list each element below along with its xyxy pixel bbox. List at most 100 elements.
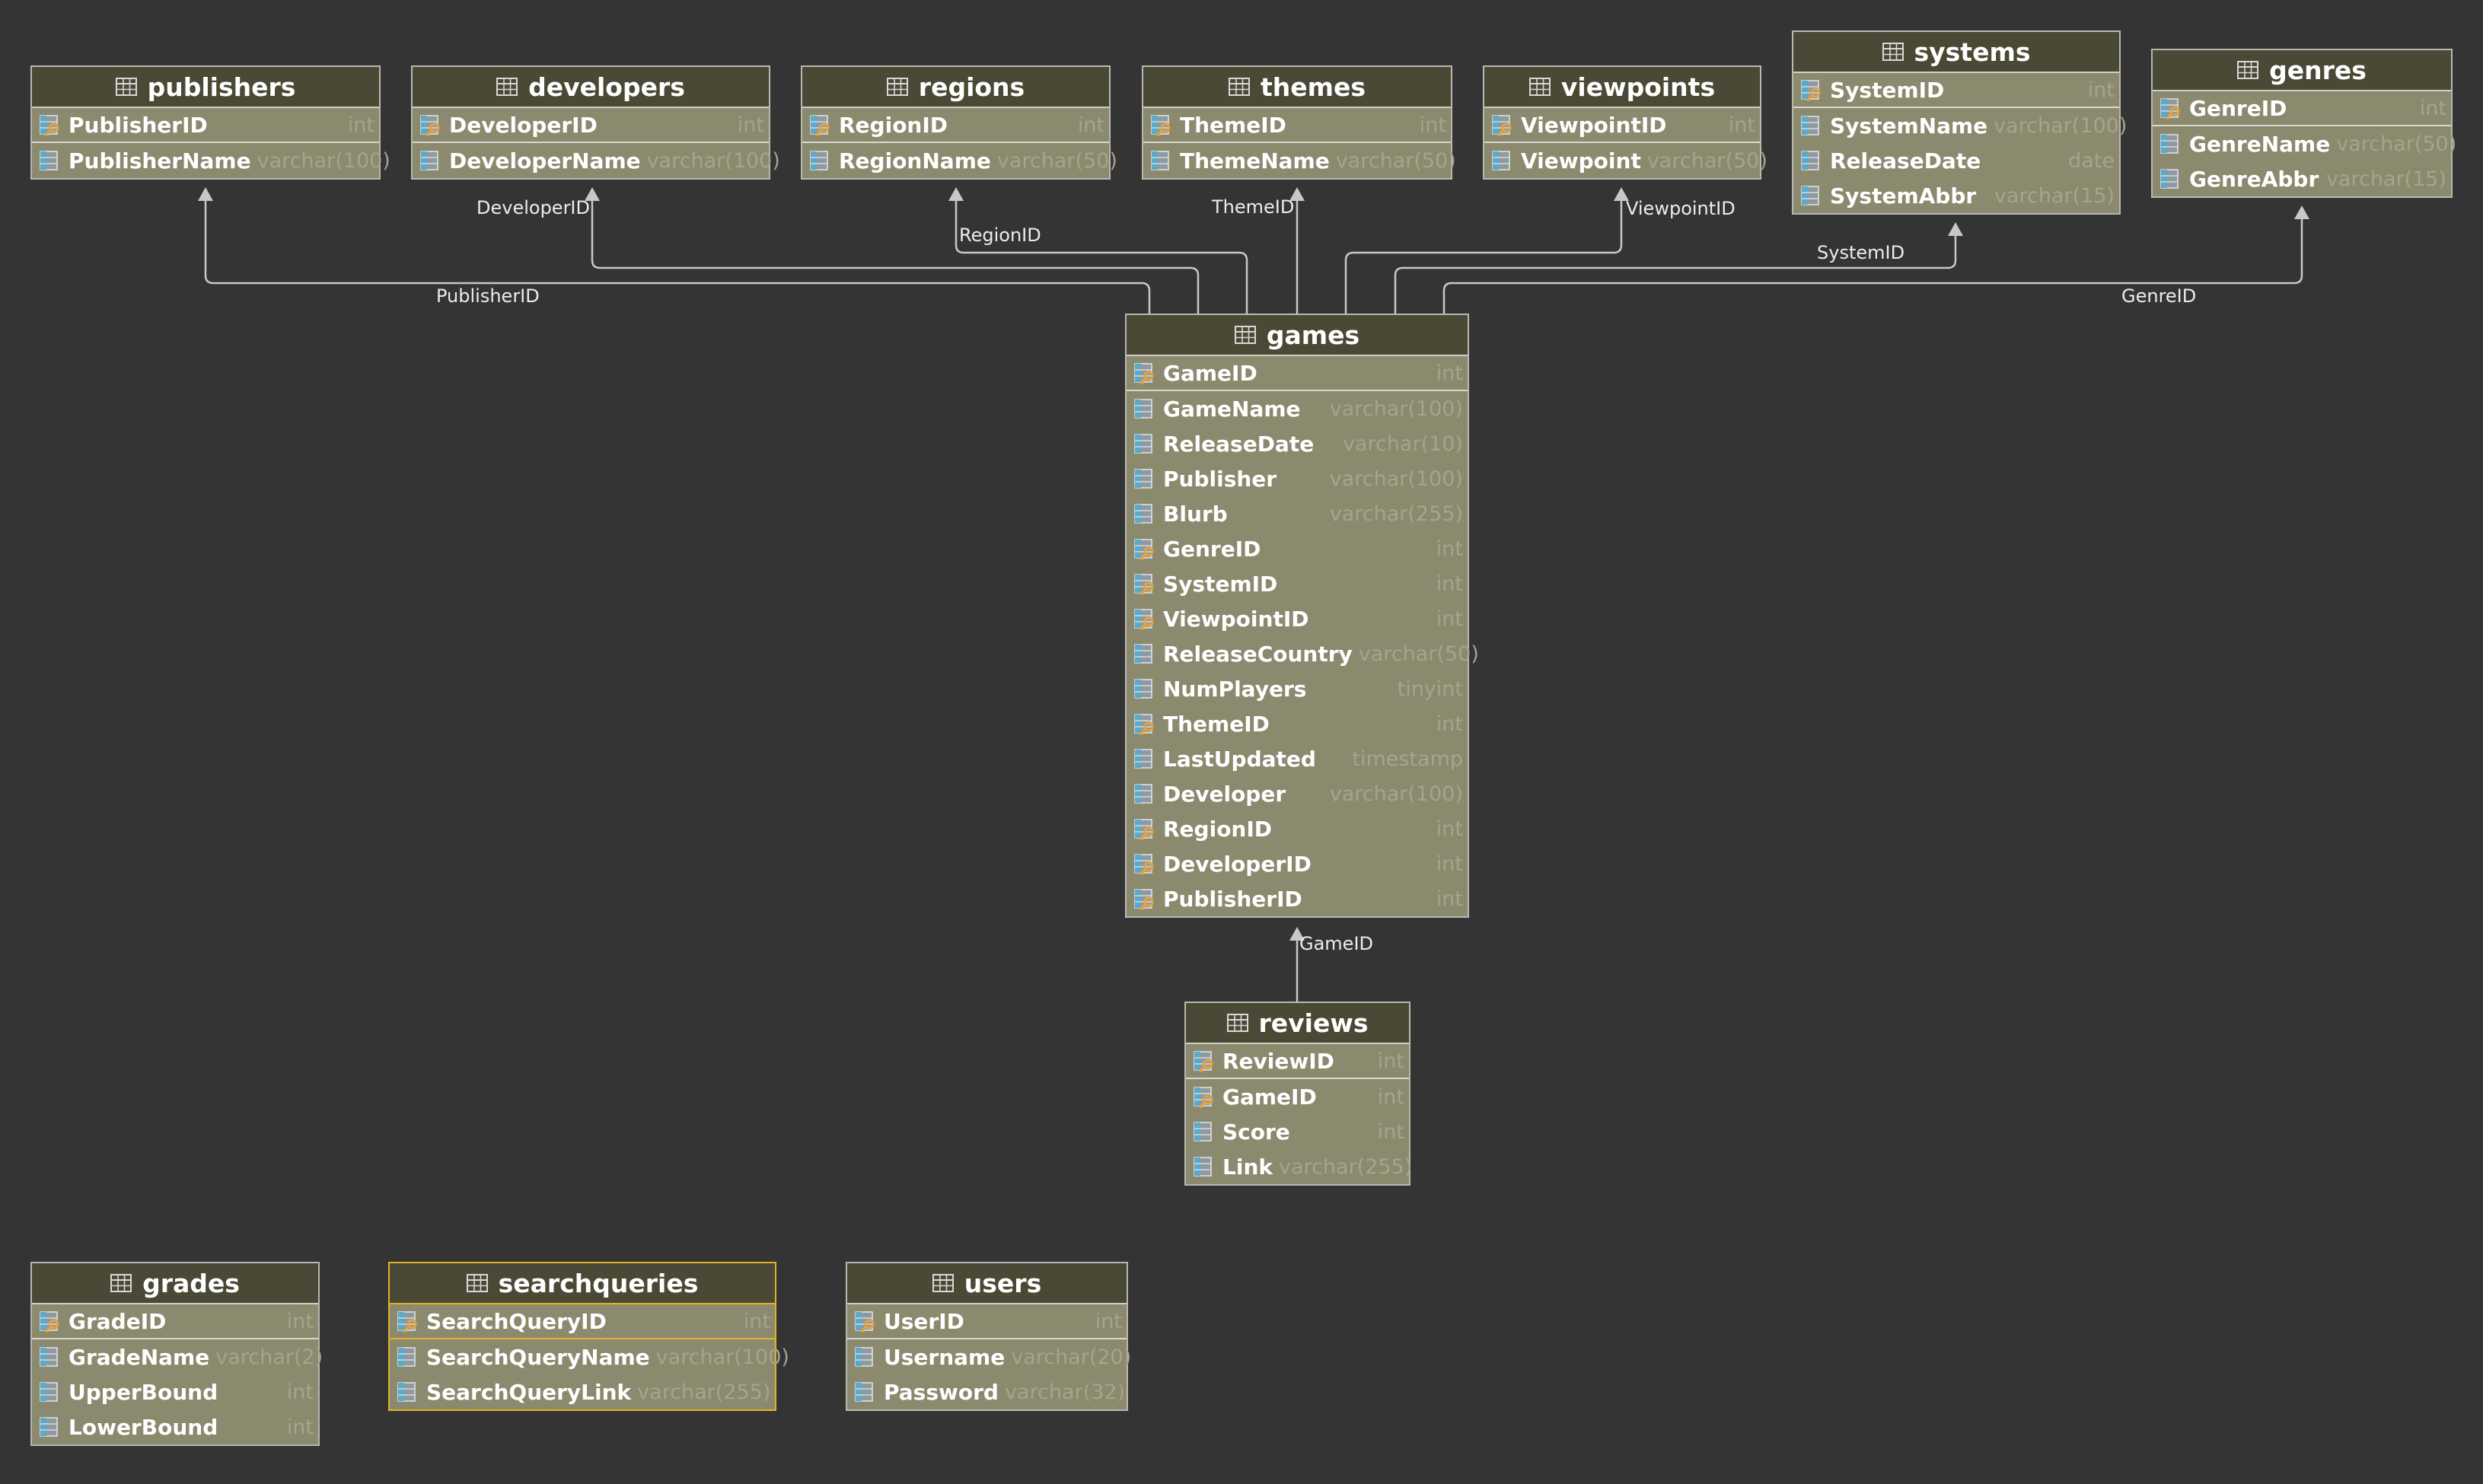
column-icon — [40, 151, 58, 170]
table-header[interactable]: genres — [2153, 50, 2451, 91]
column-icon — [1801, 151, 1819, 170]
table-header[interactable]: grades — [32, 1263, 318, 1304]
column-name: GenreAbbr — [2189, 166, 2319, 192]
table-header[interactable]: systems — [1793, 32, 2119, 73]
table-header[interactable]: viewpoints — [1484, 67, 1760, 108]
table-header[interactable]: themes — [1143, 67, 1451, 108]
column-type: varchar(50) — [1646, 148, 1767, 173]
column-icon — [855, 1347, 873, 1367]
column-icon — [1194, 1157, 1212, 1177]
table-title: themes — [1260, 72, 1366, 102]
table-title: viewpoints — [1560, 72, 1716, 102]
table-title: publishers — [147, 72, 296, 102]
relation-line-viewpointid — [1344, 199, 1623, 314]
key-column-icon — [2160, 98, 2180, 119]
table-header[interactable]: regions — [802, 67, 1109, 108]
arrowhead-regions — [948, 187, 964, 201]
column-type: int — [737, 113, 764, 137]
column-name: SearchQueryName — [426, 1344, 650, 1370]
table-icon — [932, 1274, 954, 1292]
table-header[interactable]: games — [1127, 315, 1468, 356]
table-header[interactable]: publishers — [32, 67, 379, 108]
column-type: varchar(50) — [1335, 148, 1456, 173]
column-icon — [40, 1417, 58, 1437]
column-type: varchar(255) — [637, 1380, 771, 1404]
arrowhead-developers — [585, 187, 600, 201]
column-type: int — [1436, 852, 1463, 876]
column-type: int — [1377, 1084, 1404, 1109]
table-header[interactable]: reviews — [1186, 1003, 1409, 1044]
table-header[interactable]: developers — [413, 67, 769, 108]
column-icon — [1134, 399, 1152, 419]
table-header[interactable]: users — [847, 1263, 1127, 1304]
arrowhead-publishers — [198, 187, 213, 201]
column-type: varchar(255) — [1279, 1154, 1413, 1179]
table-icon — [115, 78, 137, 96]
column-name: Publisher — [1163, 466, 1277, 492]
key-column-icon — [1134, 609, 1154, 630]
key-column-icon — [1492, 115, 1512, 136]
column-name: Username — [884, 1344, 1006, 1370]
table-header[interactable]: searchqueries — [390, 1263, 775, 1304]
